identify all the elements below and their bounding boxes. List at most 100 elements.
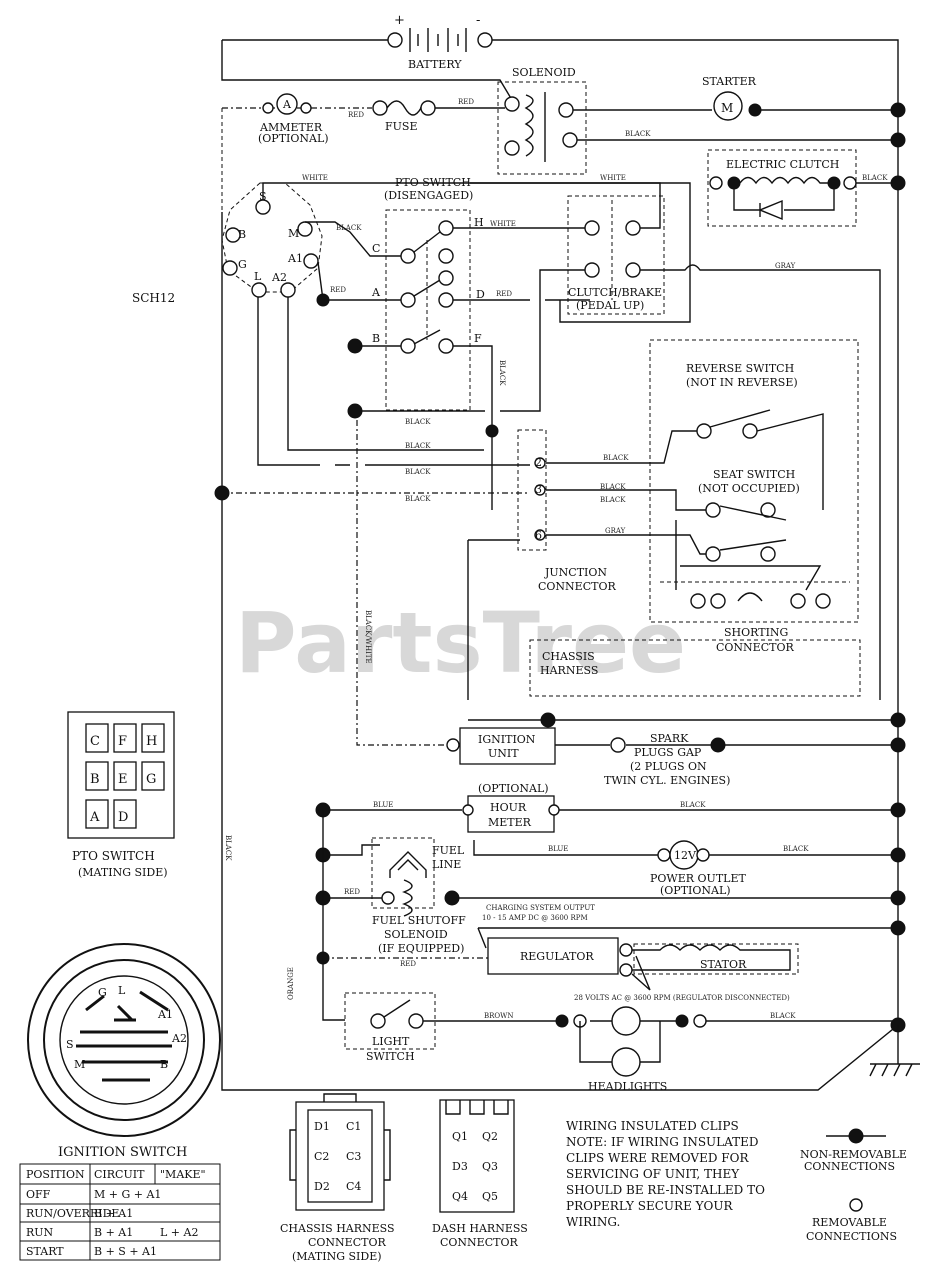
shorting-label-2: CONNECTOR bbox=[716, 641, 794, 654]
hour-meter-label-1: HOUR bbox=[490, 801, 527, 814]
wire-battery-ground bbox=[222, 39, 899, 1025]
headlights: HEADLIGHTS bbox=[579, 1006, 707, 1093]
pto-terminal-c: C bbox=[372, 242, 380, 255]
ign-table-cell: RUN/OVERRIDE bbox=[26, 1207, 119, 1220]
starter-motor bbox=[713, 91, 743, 121]
chassis-harness-box bbox=[529, 639, 861, 697]
wire-label-black-left: BLACK bbox=[224, 835, 232, 861]
wire-black-seat bbox=[546, 489, 706, 511]
wire-label-black-9: BLACK bbox=[603, 454, 629, 462]
junction-pin-3: 3 bbox=[535, 483, 542, 496]
wire-label-blue-1: BLUE bbox=[373, 801, 393, 809]
clips-note: WIRING INSULATED CLIPS NOTE: IF WIRING I… bbox=[566, 1119, 765, 1229]
legend-nonremovable-dot bbox=[848, 1128, 864, 1144]
solenoid: SOLENOID bbox=[497, 66, 587, 175]
ign-table-cell: OFF bbox=[26, 1188, 51, 1201]
ign-terminal-l: L bbox=[254, 270, 262, 283]
chassis-conn-label-2: CONNECTOR bbox=[308, 1236, 386, 1249]
pto-terminal-b: B bbox=[372, 332, 380, 345]
wire-label-red: RED bbox=[348, 111, 364, 119]
ign-table-cell: START bbox=[26, 1245, 64, 1258]
wire-orange-bus bbox=[322, 810, 345, 1021]
light-switch-box bbox=[344, 992, 436, 1050]
wire-label-black-6: BLACK bbox=[405, 442, 431, 450]
wire-label-black-11: BLACK bbox=[600, 496, 626, 504]
chassis-conn-label-1: CHASSIS HARNESS bbox=[280, 1222, 395, 1235]
wire-clutch-loop bbox=[470, 182, 691, 323]
fuel-shutoff-box bbox=[371, 837, 435, 909]
ignition-unit-label-2: UNIT bbox=[488, 747, 519, 760]
legend-removable-2: CONNECTIONS bbox=[806, 1230, 897, 1243]
wire-label-orange: ORANGE bbox=[287, 967, 295, 1000]
pto-pin-label: C bbox=[90, 734, 100, 749]
clips-note-3: SERVICING OF UNIT, THEY bbox=[566, 1167, 740, 1181]
ign-terminal-a1: A1 bbox=[287, 252, 303, 265]
ignition-switch-schematic: S B M A1 A2 L G bbox=[221, 182, 323, 298]
shorting-label-1: SHORTING bbox=[724, 626, 788, 639]
wire-label-black-5: BLACK bbox=[405, 418, 431, 426]
wire-chassis-harness bbox=[467, 539, 520, 700]
junction-pin-2: 2 bbox=[535, 456, 542, 469]
ign-table-cell: B + A1 bbox=[94, 1226, 133, 1239]
spark-label-3: (2 PLUGS ON bbox=[630, 760, 707, 773]
pto-terminal-d: D bbox=[476, 288, 485, 301]
connector-pin: Q4 bbox=[452, 1190, 468, 1203]
wire-label-black-3: BLACK bbox=[336, 224, 362, 232]
wire-black-465 bbox=[257, 297, 530, 466]
ammeter-label: AMMETER bbox=[259, 121, 323, 134]
pto-pin-box bbox=[85, 799, 109, 829]
ign-table-cell: RUN bbox=[26, 1226, 54, 1239]
ign-table-header: CIRCUIT bbox=[94, 1168, 145, 1181]
starter-symbol: M bbox=[721, 101, 733, 115]
clutch-brake-switch: CLUTCH/BRAKE (PEDAL UP) bbox=[567, 195, 665, 315]
wire-label-black-8: BLACK bbox=[405, 495, 431, 503]
clips-title: WIRING INSULATED CLIPS bbox=[566, 1119, 739, 1133]
hour-meter-label-2: METER bbox=[488, 816, 532, 829]
wire-label-white-1: WHITE bbox=[302, 174, 328, 182]
electric-clutch: ELECTRIC CLUTCH bbox=[707, 149, 857, 227]
legend: NON-REMOVABLE CONNECTIONS REMOVABLE CONN… bbox=[800, 1128, 907, 1243]
light-switch: LIGHT SWITCH bbox=[366, 999, 424, 1063]
fuse: FUSE bbox=[372, 100, 436, 133]
hour-meter-optional: (OPTIONAL) bbox=[478, 782, 549, 795]
battery-minus: - bbox=[476, 13, 480, 28]
wire-label-white-2: WHITE bbox=[600, 174, 626, 182]
power-outlet-symbol: 12V bbox=[674, 849, 697, 862]
dash-conn-label-2: CONNECTOR bbox=[440, 1236, 518, 1249]
junction-label-1: JUNCTION bbox=[544, 566, 607, 579]
legend-removable-dot bbox=[849, 1198, 863, 1212]
reverse-switch-state: (NOT IN REVERSE) bbox=[686, 376, 798, 389]
starter: M STARTER bbox=[702, 75, 762, 121]
dash-conn-label-1: DASH HARNESS bbox=[432, 1222, 528, 1235]
wire-label-black-white: BLACK/WHITE bbox=[364, 610, 372, 664]
spark-plugs: SPARK PLUGS GAP (2 PLUGS ON TWIN CYL. EN… bbox=[604, 732, 730, 787]
ignition-unit-label-1: IGNITION bbox=[478, 733, 536, 746]
battery-label: BATTERY bbox=[408, 58, 462, 71]
wire-label-black-1: BLACK bbox=[625, 130, 651, 138]
fuel-shutoff-label-3: (IF EQUIPPED) bbox=[378, 942, 464, 955]
wire-label-black-7: BLACK bbox=[405, 468, 431, 476]
ign-draw-m: M bbox=[74, 1058, 85, 1071]
connector-pin: C4 bbox=[346, 1180, 361, 1193]
clips-note-1: NOTE: IF WIRING INSULATED bbox=[566, 1135, 759, 1149]
wire-pto-f bbox=[453, 345, 493, 425]
fuse-label: FUSE bbox=[385, 120, 417, 133]
connector-pin: D2 bbox=[314, 1180, 330, 1193]
ground-node-1 bbox=[890, 102, 906, 118]
wire-label-red-3: RED bbox=[330, 286, 346, 294]
wire-label-black-14: BLACK bbox=[770, 1012, 796, 1020]
ammeter-optional: (OPTIONAL) bbox=[258, 132, 329, 145]
wire-label-gray-2: GRAY bbox=[605, 527, 626, 535]
pto-pin-label: H bbox=[146, 734, 157, 749]
stator: STATOR bbox=[632, 943, 799, 975]
power-outlet-label-1: POWER OUTLET bbox=[650, 872, 746, 885]
wire-rev-seat bbox=[756, 413, 824, 510]
headlights-label: HEADLIGHTS bbox=[588, 1080, 667, 1093]
wire-left-bus bbox=[221, 212, 899, 1091]
pto-terminal-h: H bbox=[474, 216, 484, 229]
ign-table-header: "MAKE" bbox=[160, 1168, 206, 1181]
